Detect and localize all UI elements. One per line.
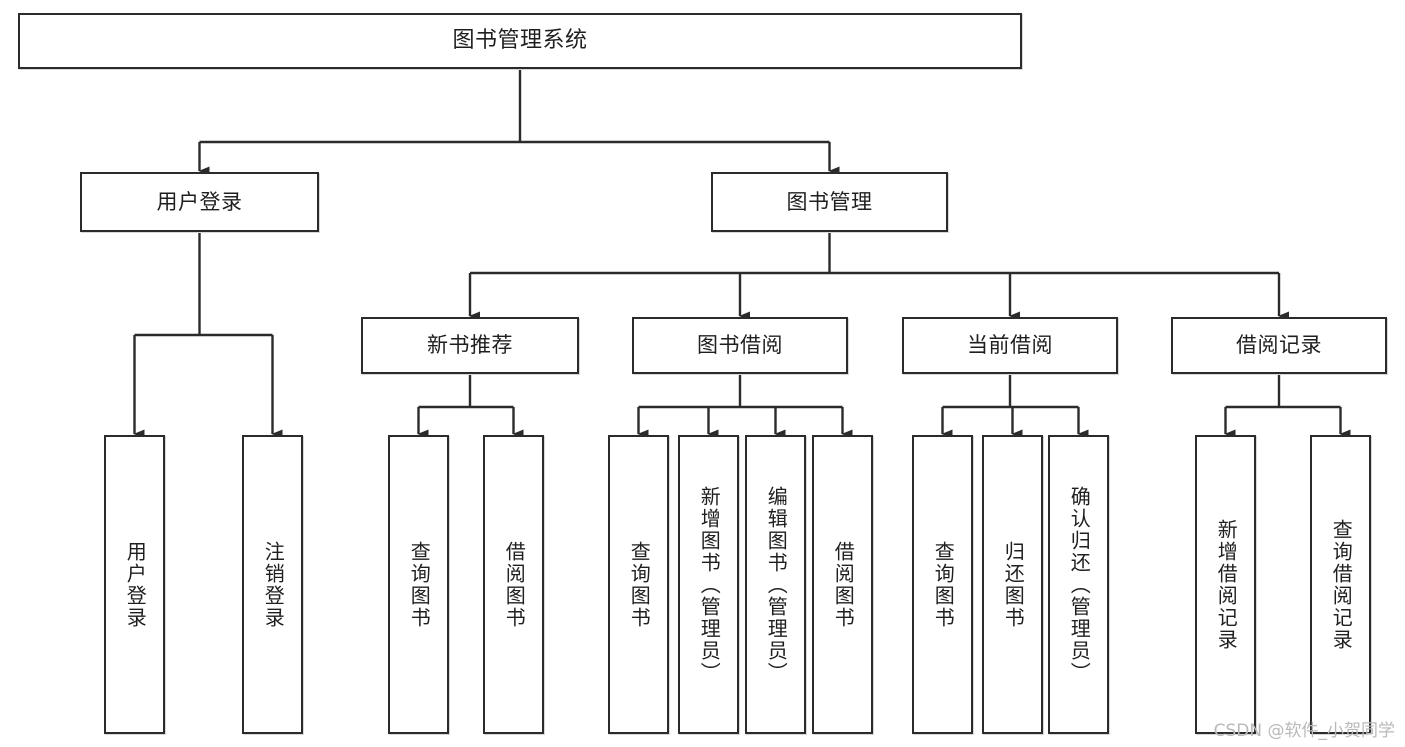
node-label: 查询图书 xyxy=(931,540,956,629)
node-leaf-borrow-book-2[interactable]: 借阅图书 xyxy=(812,435,873,734)
node-label: 当前借阅 xyxy=(967,333,1053,358)
node-new-book-rec[interactable]: 新书推荐 xyxy=(361,317,579,374)
node-book-manage[interactable]: 图书管理 xyxy=(711,172,948,232)
node-lend-record[interactable]: 借阅记录 xyxy=(1171,317,1387,374)
node-label: 用户登录 xyxy=(123,540,148,629)
node-leaf-add-book[interactable]: 新增图书（管理员） xyxy=(678,435,739,734)
node-label: 查询借阅记录 xyxy=(1329,518,1354,651)
node-label: 查询图书 xyxy=(627,540,652,629)
node-label: 确认归还（管理员） xyxy=(1067,485,1092,684)
connector-group xyxy=(133,69,1351,439)
node-label: 图书借阅 xyxy=(697,333,783,358)
node-book-borrow[interactable]: 图书借阅 xyxy=(632,317,848,374)
node-leaf-logout[interactable]: 注销登录 xyxy=(242,435,303,734)
node-label: 新增图书（管理员） xyxy=(697,485,722,684)
node-label: 新书推荐 xyxy=(427,333,513,358)
node-leaf-return-book[interactable]: 归还图书 xyxy=(982,435,1043,734)
node-label: 编辑图书（管理员） xyxy=(764,485,789,684)
node-leaf-edit-book[interactable]: 编辑图书（管理员） xyxy=(745,435,806,734)
node-user-login[interactable]: 用户登录 xyxy=(80,172,319,232)
watermark-text: CSDN @软件_小贺同学 xyxy=(1213,721,1395,741)
node-current-lend[interactable]: 当前借阅 xyxy=(902,317,1118,374)
node-leaf-query-book-2[interactable]: 查询图书 xyxy=(608,435,669,734)
node-label: 借阅图书 xyxy=(502,540,527,629)
node-label: 借阅图书 xyxy=(831,540,856,629)
node-leaf-query-record[interactable]: 查询借阅记录 xyxy=(1310,435,1371,734)
node-root[interactable]: 图书管理系统 xyxy=(18,13,1022,69)
node-leaf-add-record[interactable]: 新增借阅记录 xyxy=(1195,435,1256,734)
node-leaf-confirm-return[interactable]: 确认归还（管理员） xyxy=(1048,435,1109,734)
node-leaf-borrow-book-1[interactable]: 借阅图书 xyxy=(483,435,544,734)
node-label: 归还图书 xyxy=(1001,540,1026,629)
node-label: 借阅记录 xyxy=(1236,333,1322,358)
node-label: 新增借阅记录 xyxy=(1214,518,1239,651)
node-label: 用户登录 xyxy=(156,189,243,214)
node-label: 图书管理 xyxy=(786,189,873,214)
node-label: 图书管理系统 xyxy=(452,28,588,54)
node-leaf-user-login[interactable]: 用户登录 xyxy=(104,435,165,734)
node-label: 查询图书 xyxy=(407,540,432,629)
node-leaf-query-book-3[interactable]: 查询图书 xyxy=(912,435,973,734)
node-label: 注销登录 xyxy=(261,540,286,629)
node-leaf-query-book-1[interactable]: 查询图书 xyxy=(388,435,449,734)
